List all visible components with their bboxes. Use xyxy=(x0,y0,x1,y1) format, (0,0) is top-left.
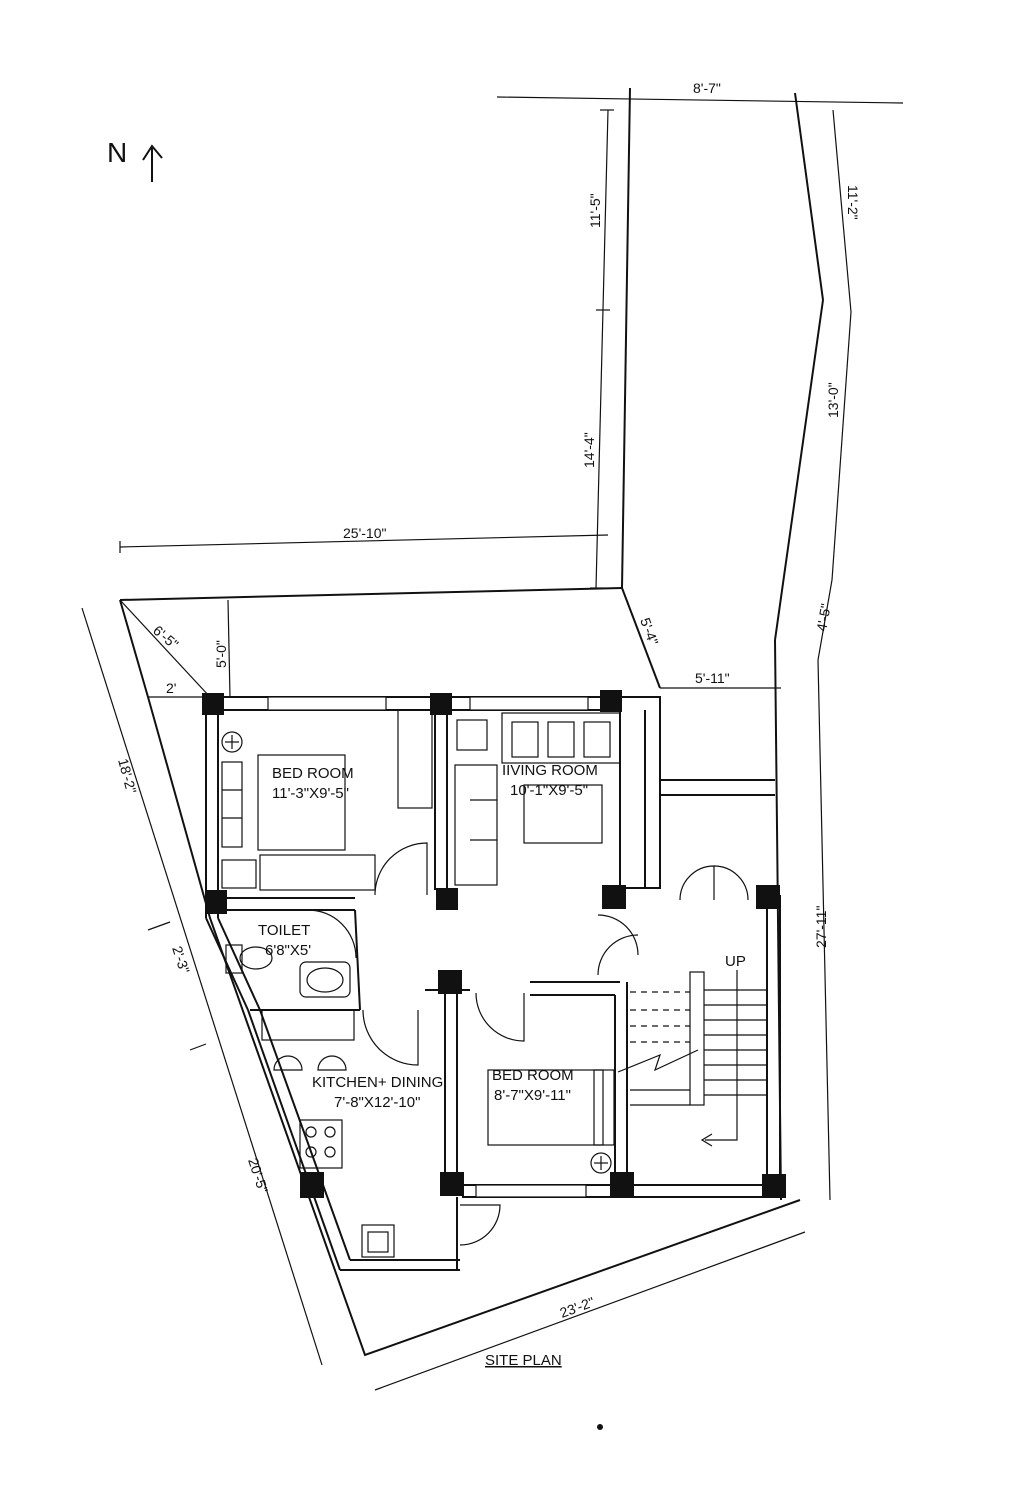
north-arrow-icon xyxy=(142,144,163,182)
staircase xyxy=(617,970,767,1147)
bed-room-1-name: BED ROOM xyxy=(272,765,354,782)
building-walls xyxy=(205,696,785,1271)
bed-room-2-size: 8'-7"X9'-11" xyxy=(494,1087,571,1104)
dim-left-upper: 18'-2" xyxy=(115,757,140,796)
stair-label: UP xyxy=(725,953,746,970)
bed-room-2-name: BED ROOM xyxy=(492,1067,574,1084)
doors xyxy=(307,842,749,1246)
dim-corner-offset: 2' xyxy=(166,680,176,696)
north-label: N xyxy=(107,137,127,168)
mark-dot xyxy=(597,1424,603,1430)
structural-columns xyxy=(202,690,786,1198)
top-width-dimension xyxy=(119,534,609,553)
dim-lane-left-upper: 11'-5" xyxy=(587,193,603,228)
dim-right-offset: 5'-11" xyxy=(695,670,730,686)
dim-bottom: 23'-2" xyxy=(558,1294,597,1321)
dim-right-small: 4'-5" xyxy=(813,602,834,632)
dim-left-lower: 20'-5" xyxy=(245,1156,271,1195)
toilet-name: TOILET xyxy=(258,922,310,939)
living-room-name: IIVING ROOM xyxy=(502,762,598,779)
site-boundary xyxy=(81,599,806,1391)
kitchen-name: KITCHEN+ DINING xyxy=(312,1074,443,1091)
dim-lane-right-upper: 11'-2" xyxy=(845,185,861,220)
dim-front-diag: 5'-4" xyxy=(637,616,662,648)
furniture xyxy=(221,709,621,1258)
kitchen-size: 7'-8"X12'-10" xyxy=(334,1094,420,1111)
dim-right-side: 27'-11" xyxy=(813,906,829,948)
plan-title: SITE PLAN xyxy=(485,1352,562,1369)
dim-lane-left-lower: 14'-4" xyxy=(581,432,597,468)
dim-lane-right-lower: 13'-0" xyxy=(825,382,841,418)
room-labels: BED ROOM 11'-3"X9'-5" IIVING ROOM 10'-1"… xyxy=(258,762,746,1111)
dim-top-left-width: 25'-10" xyxy=(343,525,386,541)
dim-front-depth: 5'-0" xyxy=(213,640,229,668)
dim-top-width: 8'-7" xyxy=(693,80,721,96)
dim-corner-diag: 6'-5" xyxy=(150,622,182,652)
living-room-size: 10'-1"X9'-5" xyxy=(510,782,588,799)
access-lane xyxy=(119,87,904,1201)
toilet-size: 6'8"X5' xyxy=(265,942,311,959)
north-arrow: N xyxy=(107,137,163,182)
bed-room-1-size: 11'-3"X9'-5" xyxy=(272,785,349,802)
